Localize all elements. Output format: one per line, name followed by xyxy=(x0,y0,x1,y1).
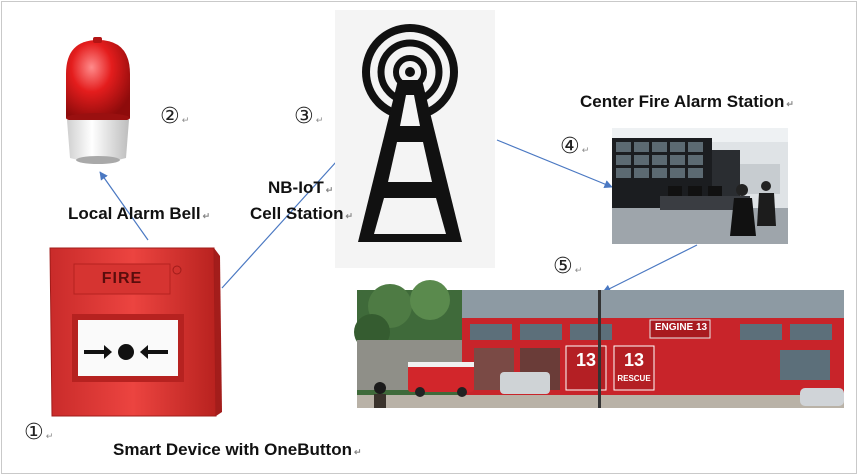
label-nbiot: NB-IoT↵ xyxy=(268,178,334,197)
node-number-device: ①↵ xyxy=(24,420,54,445)
node-number-station: ③↵ xyxy=(294,104,324,129)
door-number-1: 13 xyxy=(575,350,597,370)
door-number-2: 13 xyxy=(623,350,645,370)
node-number-bell: ②↵ xyxy=(160,104,190,129)
node-number-firehouse: ⑤↵ xyxy=(553,254,583,279)
engine-sign: ENGINE 13 xyxy=(654,322,708,333)
label-local-alarm-bell: Local Alarm Bell↵ xyxy=(68,204,211,223)
label-cell-station: Cell Station↵ xyxy=(250,204,354,223)
label-smart-device: Smart Device with OneButton↵ xyxy=(113,440,362,459)
door-text-rescue: RESCUE xyxy=(617,374,651,383)
arrow-center-to-firehouse xyxy=(602,244,698,293)
arrow-station-to-center xyxy=(496,139,613,189)
label-center-fire-alarm-station: Center Fire Alarm Station↵ xyxy=(580,92,794,111)
arrow-device-to-bell xyxy=(99,171,149,241)
device-fire-text: FIRE xyxy=(101,270,143,287)
node-number-center: ④↵ xyxy=(560,134,590,159)
